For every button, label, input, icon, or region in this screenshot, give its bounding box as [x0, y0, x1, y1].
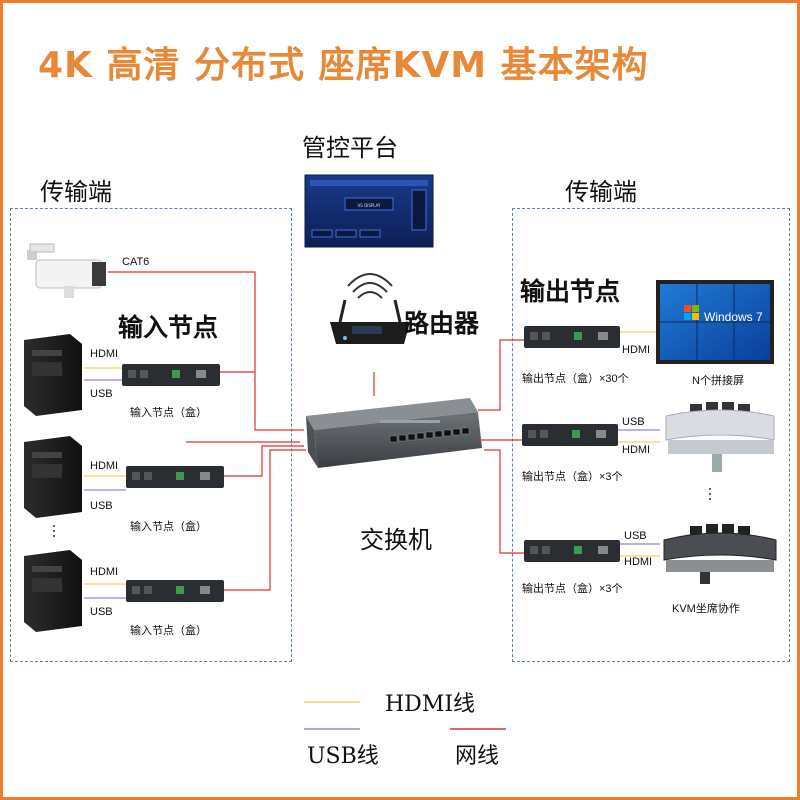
pc2-box-label: 输入节点（盒） [130, 521, 207, 533]
output-node-box [522, 424, 618, 446]
camera-icon [27, 243, 106, 298]
network-cables [108, 271, 524, 591]
video-wall-label: N个拼接屏 [692, 375, 744, 387]
video-wall: Windows 7 [656, 280, 774, 364]
pc2-hdmi-label: HDMI [90, 460, 119, 472]
input-nodes-heading: 输入节点 [118, 313, 219, 342]
pc1-hdmi-label: HDMI [90, 348, 119, 360]
pc1-box-label: 输入节点（盒） [130, 407, 207, 419]
pc-icon [24, 550, 82, 632]
pc1-usb-label: USB [90, 388, 113, 400]
left-cables [84, 367, 126, 599]
pc-icon [24, 436, 82, 518]
out3-usb-label: USB [624, 530, 647, 542]
legend-lines [304, 701, 506, 730]
pc-icon [24, 334, 82, 416]
input-node-box [126, 580, 224, 602]
input-node-box [126, 466, 224, 488]
windows-text: Windows 7 [704, 310, 763, 324]
out1-box-label: 输出节点（盒）×30个 [522, 373, 629, 385]
right-group-label: 传输端 [565, 178, 637, 206]
router-label: 路由器 [404, 309, 480, 338]
legend-net-label: 网线 [455, 744, 500, 769]
transmit-group-right [512, 208, 790, 662]
out3-hdmi-label: HDMI [624, 556, 653, 568]
pc3-box-label: 输入节点（盒） [130, 625, 207, 637]
out2-usb-label: USB [622, 416, 645, 428]
transmit-group-left [10, 208, 292, 662]
page-title: 4K 高清 分布式 座席KVM 基本架构 [38, 45, 649, 86]
pc3-usb-label: USB [90, 606, 113, 618]
out1-hdmi-label: HDMI [622, 344, 651, 356]
out2-hdmi-label: HDMI [622, 444, 651, 456]
router-icon [330, 273, 410, 344]
out3-box-label: 输出节点（盒）×3个 [522, 583, 623, 595]
input-node-box [122, 364, 220, 386]
management-platform-label: 管控平台 [302, 134, 398, 162]
out2-box-label: 输出节点（盒）×3个 [522, 471, 623, 483]
pc2-usb-label: USB [90, 500, 113, 512]
ellipsis-dots [53, 525, 55, 537]
output-node-box [524, 326, 620, 348]
network-switch [306, 398, 482, 468]
legend-usb-label: USB线 [307, 744, 379, 769]
left-group-label: 传输端 [40, 178, 112, 206]
right-cables [618, 331, 660, 557]
windows-logo-icon [684, 305, 699, 320]
switch-label: 交换机 [360, 526, 432, 554]
control-desk [663, 524, 777, 584]
management-screen-text: VS DISPLAY [358, 203, 382, 208]
output-node-box [524, 540, 620, 562]
camera-cable-label: CAT6 [122, 256, 150, 268]
pc3-hdmi-label: HDMI [90, 566, 119, 578]
legend-hdmi-label: HDMI线 [385, 692, 476, 717]
control-desk [665, 402, 775, 472]
ellipsis-dots [709, 488, 711, 500]
output-nodes-heading: 输出节点 [520, 277, 621, 306]
management-screen: VS DISPLAY [304, 174, 434, 248]
kvm-desk-label: KVM坐席协作 [672, 603, 740, 615]
